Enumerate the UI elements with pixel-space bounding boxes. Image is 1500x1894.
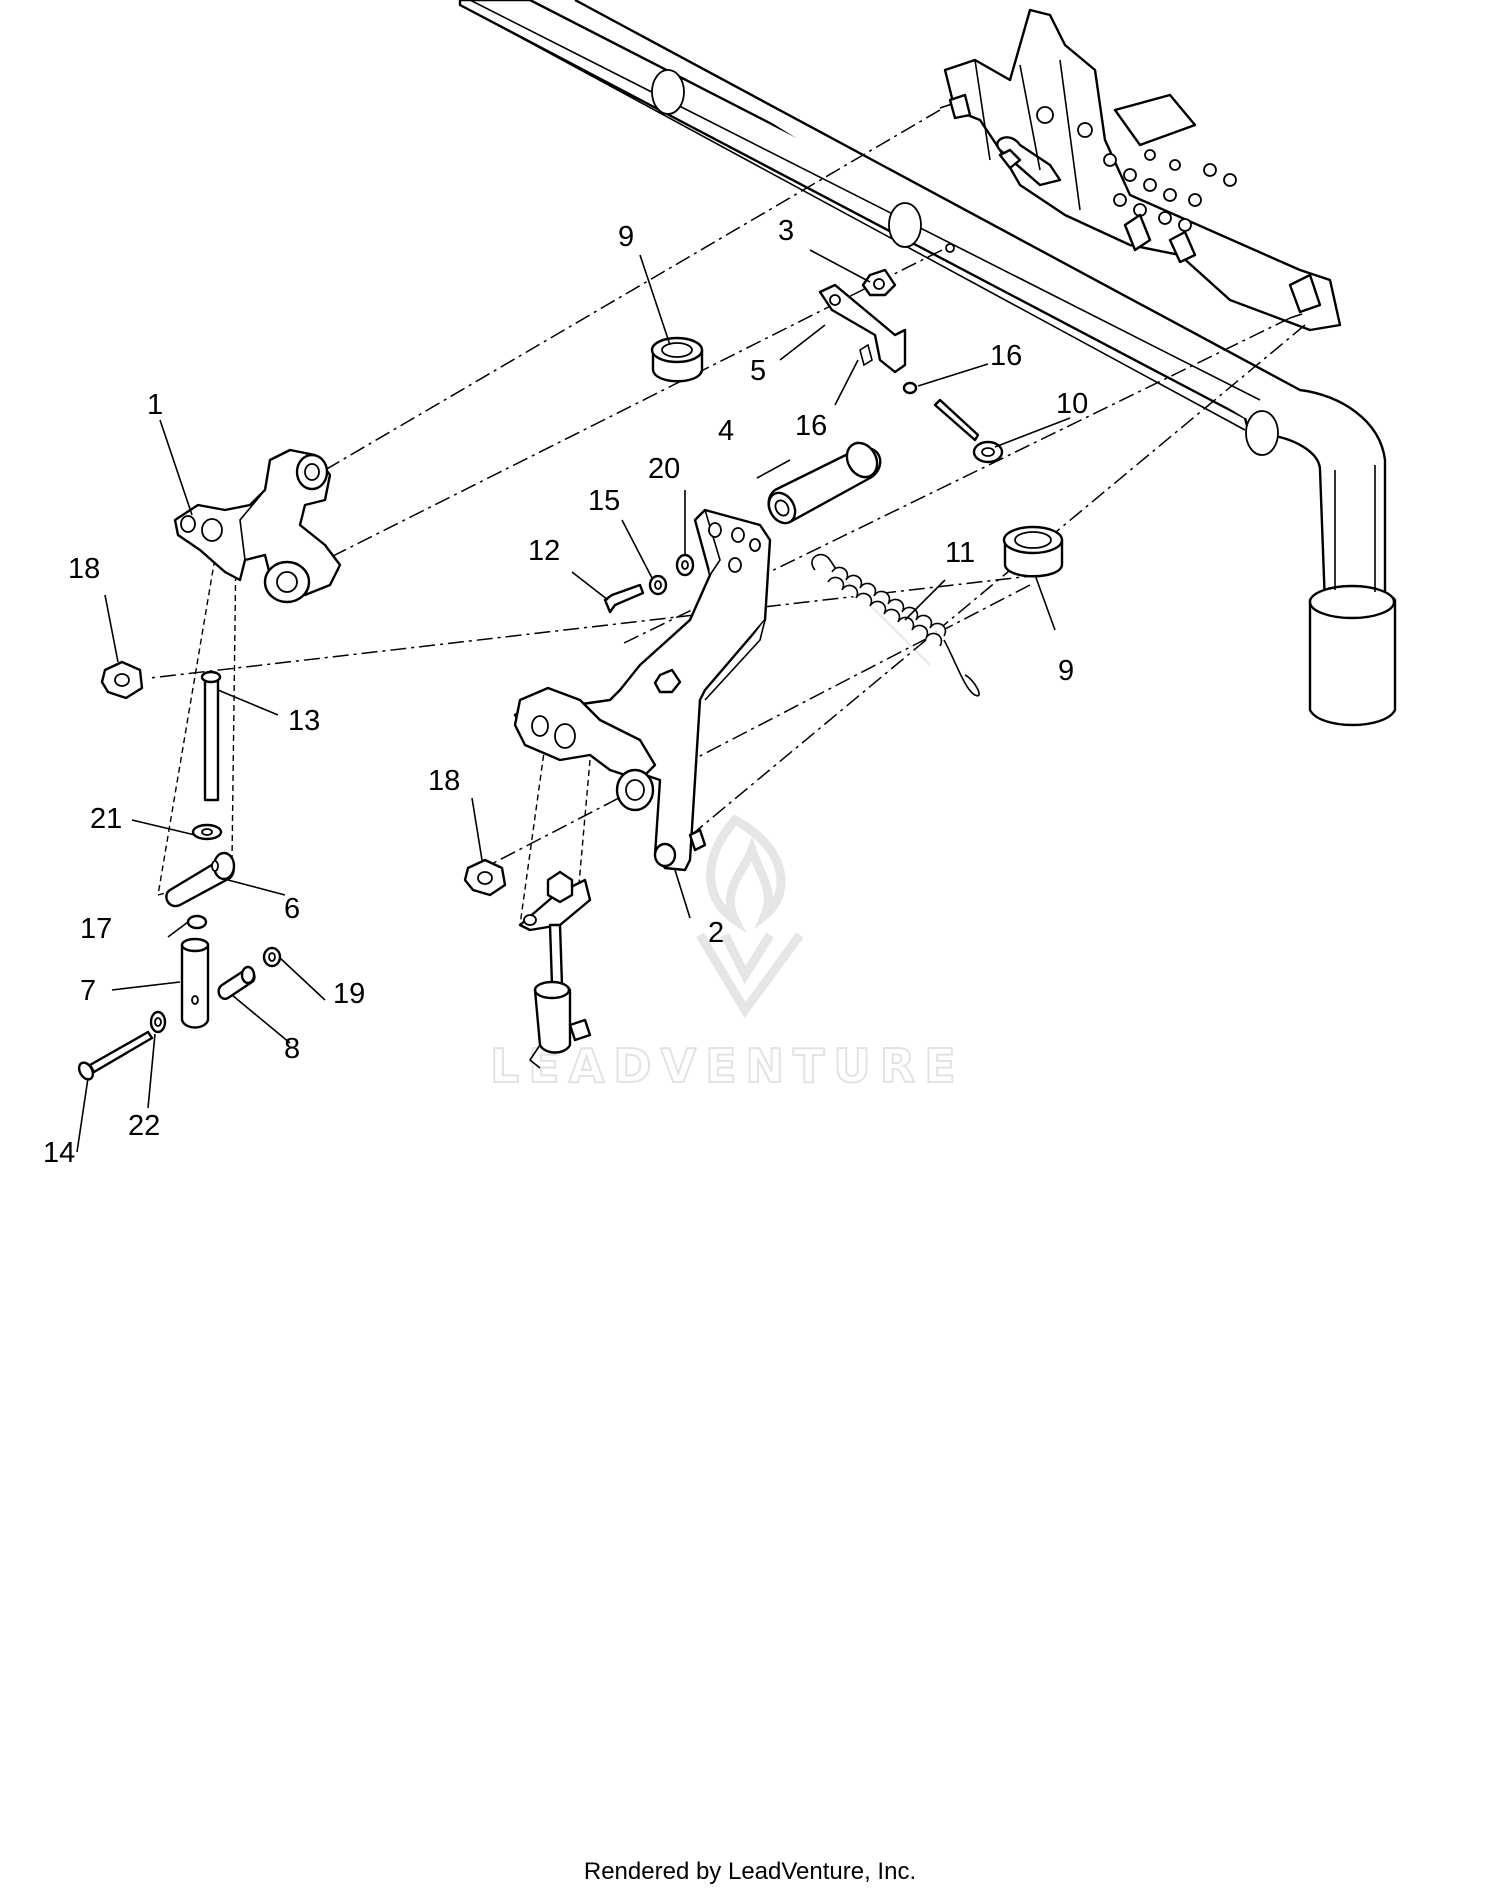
spring-11	[811, 553, 980, 697]
callout-20: 20	[648, 453, 680, 485]
clip-17	[186, 914, 208, 930]
callout-10: 10	[1056, 388, 1088, 420]
bolt-14	[77, 1030, 154, 1081]
callout-12: 12	[528, 535, 560, 567]
spacer-8	[217, 965, 256, 1000]
callout-15: 15	[588, 485, 620, 517]
frame-tube	[458, 0, 1397, 727]
swivel-7	[180, 937, 210, 1029]
spacer-tube-4	[767, 441, 882, 525]
washer-22	[149, 1010, 167, 1034]
clip-16-right	[902, 381, 918, 395]
callout-14: 14	[43, 1137, 75, 1169]
callout-2: 2	[708, 917, 724, 949]
callout-19: 19	[333, 978, 365, 1010]
pin-13	[200, 670, 222, 802]
callout-18-center: 18	[428, 765, 460, 797]
callout-16-right: 16	[990, 340, 1022, 372]
bolt-12	[603, 583, 645, 614]
callout-11: 11	[945, 537, 975, 569]
callout-9-upper: 9	[618, 221, 634, 253]
link-rod-center	[518, 870, 592, 1069]
nut-18-left	[100, 660, 144, 700]
callout-3: 3	[778, 215, 794, 247]
callout-16-lower: 16	[795, 410, 827, 442]
callout-8: 8	[284, 1033, 300, 1065]
callout-18-left: 18	[68, 553, 100, 585]
lever-1	[173, 448, 342, 604]
clip-16-upper	[859, 343, 873, 367]
washer-20	[675, 553, 695, 577]
callout-5: 5	[750, 355, 766, 387]
bracket-5	[818, 283, 907, 374]
callout-13: 13	[288, 705, 320, 737]
lever-plate-2	[513, 508, 772, 872]
eye-bolt-10	[933, 398, 1004, 464]
washer-21	[191, 823, 223, 841]
bushing-9-upper	[650, 336, 704, 383]
callout-9-right: 9	[1058, 655, 1074, 687]
callout-labels: 1 2 3 4 5 6 7 8 9 9 10 11 12 13 14 15 16…	[43, 215, 1088, 1169]
washer-19	[262, 946, 282, 968]
callout-6: 6	[284, 893, 300, 925]
callout-21: 21	[90, 803, 122, 835]
rendered-by-footer: Rendered by LeadVenture, Inc.	[583, 1858, 917, 1885]
callout-7: 7	[80, 975, 96, 1007]
leader-lines	[76, 249, 1071, 1153]
nut-18-center	[463, 858, 507, 897]
pivot-block-6	[165, 851, 236, 908]
callout-4: 4	[718, 415, 734, 447]
control-bracket-assembly	[939, 8, 1342, 332]
callout-1: 1	[147, 389, 163, 421]
washer-15	[648, 574, 668, 596]
callout-22: 22	[128, 1110, 160, 1142]
nut-3	[861, 268, 897, 297]
callout-17: 17	[80, 913, 112, 945]
bushing-9-right	[1002, 525, 1064, 578]
